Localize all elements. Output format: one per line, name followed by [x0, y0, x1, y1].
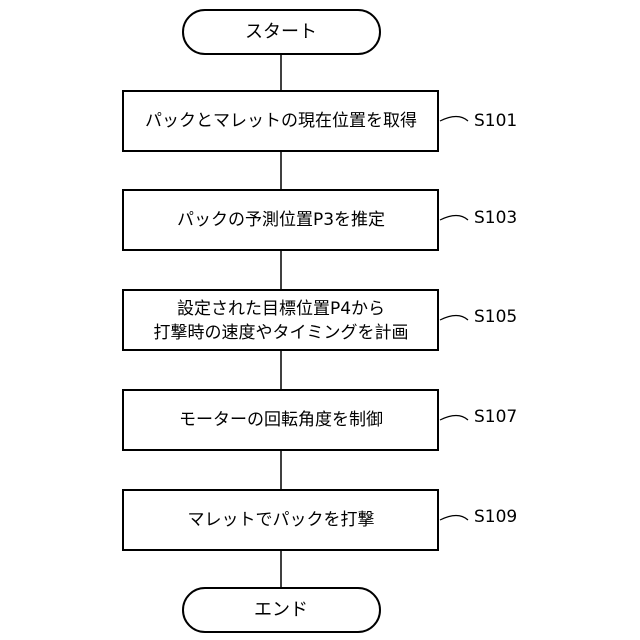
- step-label: パックの予測位置P3を推定: [177, 210, 385, 230]
- step-code: S101: [474, 111, 517, 131]
- step-code: S109: [474, 507, 517, 527]
- step-code: S107: [474, 407, 517, 427]
- step-callout-line: [440, 117, 468, 122]
- step-box-s103: パックの予測位置P3を推定 S103: [123, 190, 517, 250]
- step-callout-line: [440, 316, 468, 321]
- step-box-s105: 設定された目標位置P4から 打撃時の速度やタイミングを計画 S105: [123, 290, 517, 350]
- step-label: パックとマレットの現在位置を取得: [145, 111, 417, 131]
- step-box-s109: マレットでパックを打撃 S109: [123, 490, 517, 550]
- step-callout-line: [440, 416, 468, 421]
- step-callout-line: [440, 516, 468, 521]
- end-label: エンド: [254, 600, 308, 621]
- step-label: 打撃時の速度やタイミングを計画: [154, 323, 409, 343]
- step-label: 設定された目標位置P4から: [177, 299, 385, 319]
- step-code: S103: [474, 208, 517, 228]
- start-terminator: スタート: [183, 10, 380, 54]
- step-box-s107: モーターの回転角度を制御 S107: [123, 390, 517, 450]
- end-terminator: エンド: [183, 588, 380, 632]
- step-box-s101: パックとマレットの現在位置を取得 S101: [123, 91, 517, 151]
- step-label: モーターの回転角度を制御: [179, 410, 383, 430]
- start-label: スタート: [245, 22, 317, 43]
- step-callout-line: [440, 216, 468, 221]
- step-label: マレットでパックを打撃: [188, 510, 375, 530]
- step-code: S105: [474, 307, 517, 327]
